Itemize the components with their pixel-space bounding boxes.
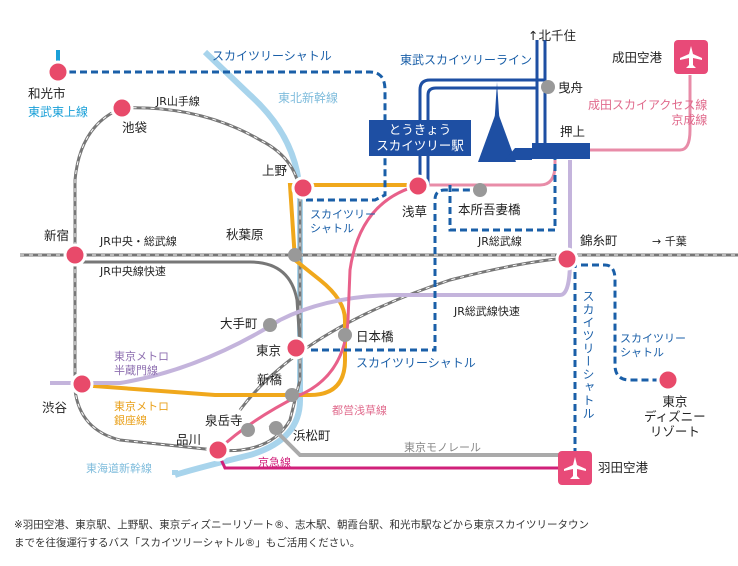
shuttle-route-disney <box>570 263 665 382</box>
label-to-chiba: → 千葉 <box>652 235 687 248</box>
label-tobu-skytree: 東武スカイツリーライン <box>400 53 533 67</box>
label-shuttle-haneda: スカイツリーシャトル <box>581 290 595 420</box>
asakusa-line <box>216 183 421 452</box>
label-honjo: 本所吾妻橋 <box>458 202 521 217</box>
haneda-airport-box[interactable] <box>558 451 592 485</box>
station-shinbashi[interactable] <box>285 388 299 402</box>
label-nihonbashi: 日本橋 <box>356 329 394 344</box>
station-disney[interactable] <box>656 368 680 392</box>
skytree-icon <box>478 82 532 162</box>
airplane-icon <box>564 457 586 479</box>
shuttle-route-tokyo <box>300 188 470 352</box>
label-tokaido-shinkansen: 東海道新幹線 <box>86 462 152 475</box>
label-ginza: 東京メトロ 銀座線 <box>114 400 169 427</box>
label-otemachi: 大手町 <box>220 316 258 331</box>
label-ikebukuro: 池袋 <box>122 120 148 135</box>
yamanote-line <box>73 106 302 453</box>
station-ikebukuro[interactable] <box>110 96 134 120</box>
shuttle-route-honjo <box>448 150 557 232</box>
tobu-skytree-line <box>418 40 547 185</box>
label-shuttle-tokyo: スカイツリーシャトル <box>356 356 476 370</box>
label-shinagawa: 品川 <box>176 432 202 447</box>
label-disney: 東京 ディズニー リゾート <box>644 394 706 439</box>
footnote: ※羽田空港、東京駅、上野駅、東京ディズニーリゾート®、志木駅、朝霞台駅、和光市駅… <box>14 519 590 549</box>
label-haneda: 羽田空港 <box>598 460 649 475</box>
station-ueno[interactable] <box>291 176 315 200</box>
hanzomon-line <box>50 160 572 385</box>
ginza-line <box>79 183 420 397</box>
oshiage-station-box[interactable] <box>532 143 590 159</box>
station-wakoshi[interactable] <box>46 60 70 84</box>
label-narita: 成田空港 <box>612 50 663 65</box>
label-akihabara: 秋葉原 <box>226 227 264 242</box>
airplane-icon <box>680 46 702 68</box>
station-label-tokyo-skytree: とうきょう スカイツリー駅 <box>376 122 464 153</box>
label-keikyu: 京急線 <box>258 456 291 469</box>
station-shinjuku[interactable] <box>63 243 87 267</box>
station-hamamatsucho[interactable] <box>269 421 283 435</box>
label-jr-sobu-rapid: JR総武線快速 <box>454 305 520 318</box>
label-oshiage: 押上 <box>560 124 586 139</box>
label-jr-sobu: JR総武線 <box>478 235 522 248</box>
label-shibuya: 渋谷 <box>42 400 68 415</box>
station-nihonbashi[interactable] <box>338 328 352 342</box>
label-jr-yamanote: JR山手線 <box>156 95 200 108</box>
label-hanzomon: 東京メトロ 半蔵門線 <box>114 350 169 377</box>
label-asakusa-line: 都営浅草線 <box>332 404 387 417</box>
label-sengakuji: 泉岳寺 <box>205 413 243 428</box>
label-monorail: 東京モノレール <box>404 441 481 454</box>
station-akihabara[interactable] <box>288 248 302 262</box>
station-sengakuji[interactable] <box>241 423 255 437</box>
label-jr-chuo-rapid: JR中央線快速 <box>100 265 166 278</box>
station-hikifune[interactable] <box>541 80 555 94</box>
tohoku-shinkansen-line <box>174 49 303 478</box>
station-kinshicho[interactable] <box>555 247 579 271</box>
label-shuttle-disney: スカイツリー シャトル <box>620 332 686 359</box>
station-tokyo[interactable] <box>284 336 308 360</box>
label-hikifune: 曳舟 <box>558 80 584 95</box>
label-tokyo: 東京 <box>256 343 282 358</box>
jr-chuo-rapid-line <box>75 260 302 346</box>
label-shinbashi: 新橋 <box>257 372 283 387</box>
monorail-line <box>268 423 560 457</box>
station-shinagawa[interactable] <box>206 438 230 462</box>
station-otemachi[interactable] <box>263 318 277 332</box>
narita-airport-box[interactable] <box>674 40 708 74</box>
station-shibuya[interactable] <box>70 372 94 396</box>
label-wakoshi: 和光市 <box>28 86 66 101</box>
label-shuttle-top: スカイツリーシャトル <box>212 49 332 63</box>
label-kitasenju: ↑北千住 <box>528 28 576 43</box>
label-tohoku-shinkansen: 東北新幹線 <box>278 91 339 105</box>
label-shinjuku: 新宿 <box>44 228 70 243</box>
label-tobu-tojo: 東武東上線 <box>28 105 89 119</box>
label-asakusa: 浅草 <box>402 204 428 219</box>
label-jr-chuo-sobu: JR中央・総武線 <box>100 235 177 248</box>
station-asakusa[interactable] <box>406 174 430 198</box>
label-hamamatsucho: 浜松町 <box>293 428 331 443</box>
station-honjo[interactable] <box>473 183 487 197</box>
label-kinshicho: 錦糸町 <box>580 233 618 248</box>
label-ueno: 上野 <box>262 163 288 178</box>
label-narita-access: 成田スカイアクセス線 京成線 <box>588 98 708 127</box>
label-shuttle-ueno: スカイツリー シャトル <box>310 208 376 235</box>
tokyo-skytree-station-box[interactable]: とうきょう スカイツリー駅 <box>369 120 471 156</box>
